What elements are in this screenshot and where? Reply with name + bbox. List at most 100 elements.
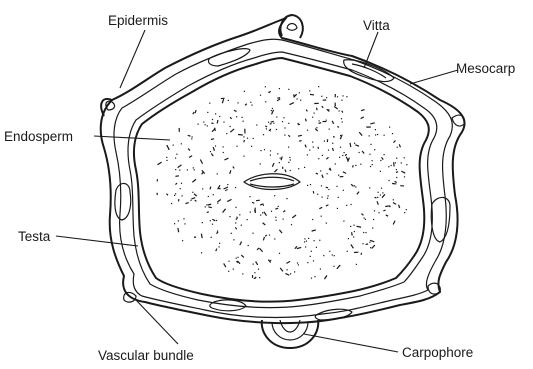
leader-vascular-bundle — [136, 300, 178, 344]
endosperm-speckle — [178, 220, 179, 221]
endosperm-speckle — [355, 165, 356, 166]
endosperm-speckle — [336, 265, 340, 270]
endosperm-speckle — [366, 126, 371, 127]
endosperm-speckle — [375, 129, 376, 130]
endosperm-speckle — [268, 259, 271, 263]
endosperm-speckle — [166, 145, 169, 150]
endosperm-speckle — [341, 100, 342, 101]
endosperm-speckle — [318, 158, 319, 159]
endosperm-speckle — [271, 110, 272, 111]
endosperm-speckle — [289, 157, 290, 158]
endosperm-speckle — [310, 184, 311, 185]
endosperm-speckle — [311, 229, 316, 231]
endosperm-speckle — [392, 183, 396, 185]
endosperm-speckle — [335, 94, 336, 97]
endosperm-speckle — [245, 103, 248, 105]
label-endosperm: Endosperm — [4, 129, 73, 144]
endosperm-speckle — [239, 214, 240, 215]
endosperm-speckle — [235, 207, 236, 208]
endosperm-speckle — [177, 228, 179, 232]
endosperm-speckle — [207, 211, 209, 213]
endosperm-speckle — [372, 228, 373, 229]
endosperm-speckle — [359, 152, 360, 153]
endosperm-speckle — [219, 243, 220, 244]
ridge-top — [280, 15, 302, 38]
endosperm-speckle — [230, 126, 231, 127]
endosperm-speckle — [201, 252, 202, 253]
endosperm-speckle — [255, 261, 258, 265]
endosperm-speckle — [192, 192, 193, 193]
endosperm-speckle — [181, 183, 182, 184]
endosperm-speckle — [346, 205, 347, 206]
endosperm-speckle — [378, 212, 379, 213]
endosperm-speckle — [369, 154, 370, 155]
endosperm-speckle — [223, 263, 226, 267]
endosperm-speckle — [339, 157, 340, 158]
endosperm-speckle — [192, 112, 194, 115]
endosperm-speckle — [243, 140, 245, 143]
endosperm-speckle — [342, 95, 343, 96]
endosperm-speckle — [263, 211, 267, 216]
endosperm-speckle — [370, 247, 371, 248]
endosperm-speckle — [203, 122, 204, 123]
endosperm-speckle — [290, 170, 291, 171]
endosperm-speckle — [401, 171, 405, 174]
endosperm-speckle — [270, 155, 271, 156]
endosperm-speckle — [265, 101, 266, 102]
endosperm-speckle — [286, 198, 287, 199]
endosperm-speckle — [339, 110, 340, 111]
endosperm-speckle — [307, 185, 308, 186]
endosperm-speckle — [351, 184, 354, 187]
endosperm-speckle — [227, 189, 228, 190]
endosperm-speckle — [326, 204, 329, 206]
endosperm-speckle — [225, 190, 226, 191]
endosperm-speckle — [194, 193, 198, 196]
endosperm-speckle — [354, 185, 355, 186]
endosperm-speckle — [304, 167, 305, 168]
endosperm-speckle — [389, 180, 390, 181]
endosperm-speckle — [283, 219, 284, 220]
endosperm-speckle — [325, 187, 328, 189]
endosperm-speckle — [314, 240, 315, 241]
endosperm-speckle — [211, 138, 214, 140]
endosperm-speckle — [248, 245, 249, 246]
endosperm-speckle — [215, 145, 216, 146]
leader-endosperm — [94, 136, 170, 140]
endosperm-speckle — [279, 88, 280, 89]
endosperm-speckle — [356, 191, 359, 194]
endosperm-speckle — [397, 147, 398, 148]
leader-epidermis — [120, 30, 145, 88]
endosperm-speckle — [228, 271, 229, 272]
endosperm-speckle — [179, 128, 180, 132]
endosperm-speckle — [236, 116, 237, 117]
endosperm-speckle — [274, 169, 278, 173]
endosperm-speckle — [244, 91, 245, 92]
label-vascular-bundle: Vascular bundle — [98, 348, 194, 363]
vascular-bundle-right — [452, 115, 464, 126]
endosperm-speckle — [350, 244, 354, 248]
endosperm-speckle — [306, 109, 308, 112]
vitta-left — [115, 183, 131, 220]
endosperm-speckle — [332, 148, 334, 151]
endosperm-speckle — [327, 139, 328, 142]
endosperm-speckle — [372, 164, 373, 165]
endosperm-speckle — [382, 192, 383, 193]
endosperm-speckle — [374, 149, 375, 150]
endosperm-speckle — [326, 157, 329, 160]
endosperm-speckle — [360, 253, 362, 255]
endosperm-speckle — [333, 266, 334, 267]
endosperm-speckle — [338, 175, 339, 176]
endosperm-speckle — [305, 119, 307, 122]
endosperm-speckle — [288, 147, 289, 148]
endosperm-speckle — [314, 276, 315, 277]
vascular-bundle-top-left — [101, 99, 114, 116]
endosperm-speckle — [391, 165, 392, 166]
endosperm-speckle — [355, 186, 356, 187]
endosperm-speckle — [250, 102, 251, 103]
endosperm-speckle — [173, 145, 174, 146]
endosperm-speckle — [188, 135, 191, 137]
endosperm-speckle — [384, 135, 385, 136]
endosperm-speckle — [276, 220, 277, 221]
endosperm-speckle — [227, 199, 232, 202]
endosperm-speckle — [183, 218, 184, 219]
